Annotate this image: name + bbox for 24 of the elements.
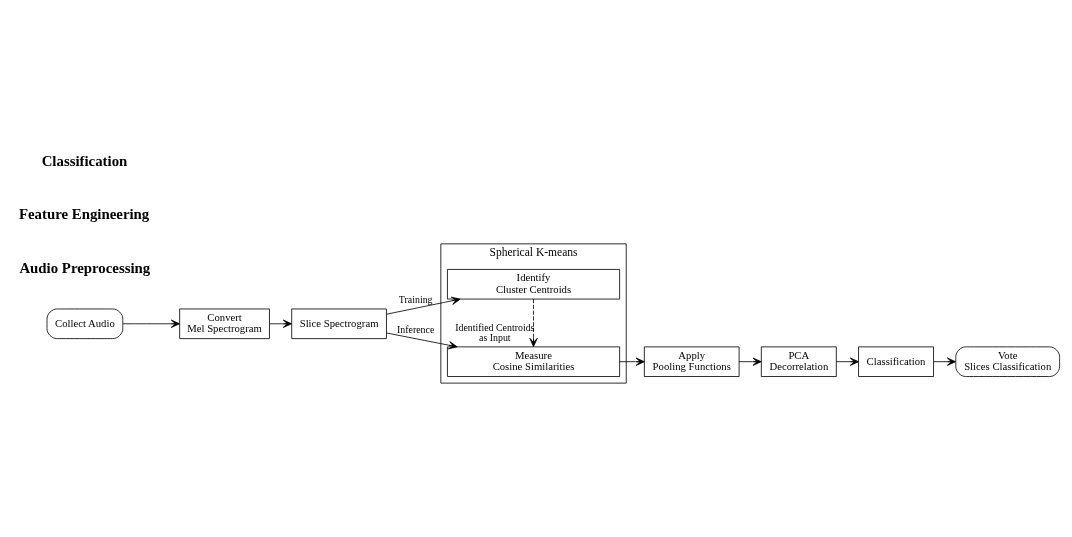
node-box: Collect Audio (46, 308, 124, 339)
arrow (529, 298, 538, 347)
arrow (933, 357, 956, 366)
node-box: Identify Cluster Centroids (447, 268, 621, 299)
arrow (619, 357, 645, 366)
node-box: Convert Mel Spectrogram (179, 308, 270, 339)
arrow (386, 296, 461, 315)
edge-label: Inference (397, 323, 435, 335)
node-box: Classification (858, 345, 934, 377)
edge-label: Training (398, 293, 433, 305)
node-box: PCA Decorrelation (760, 345, 837, 377)
node-box: Apply Pooling Functions (643, 345, 740, 377)
label: Feature Engineering (18, 205, 150, 222)
label: Classification (41, 152, 128, 169)
node-box: Vote Slices Classification (955, 345, 1060, 377)
arrow (122, 319, 180, 328)
arrow (835, 357, 859, 366)
arrow (738, 357, 762, 366)
edge-label: Identified Centroids as Input (455, 321, 535, 343)
label: Audio Preprocessing (19, 259, 151, 276)
arrow (269, 319, 292, 328)
node-box: Measure Cosine Similarities (447, 345, 621, 377)
arrow (386, 332, 458, 349)
node-box: Slice Spectrogram (291, 308, 387, 339)
